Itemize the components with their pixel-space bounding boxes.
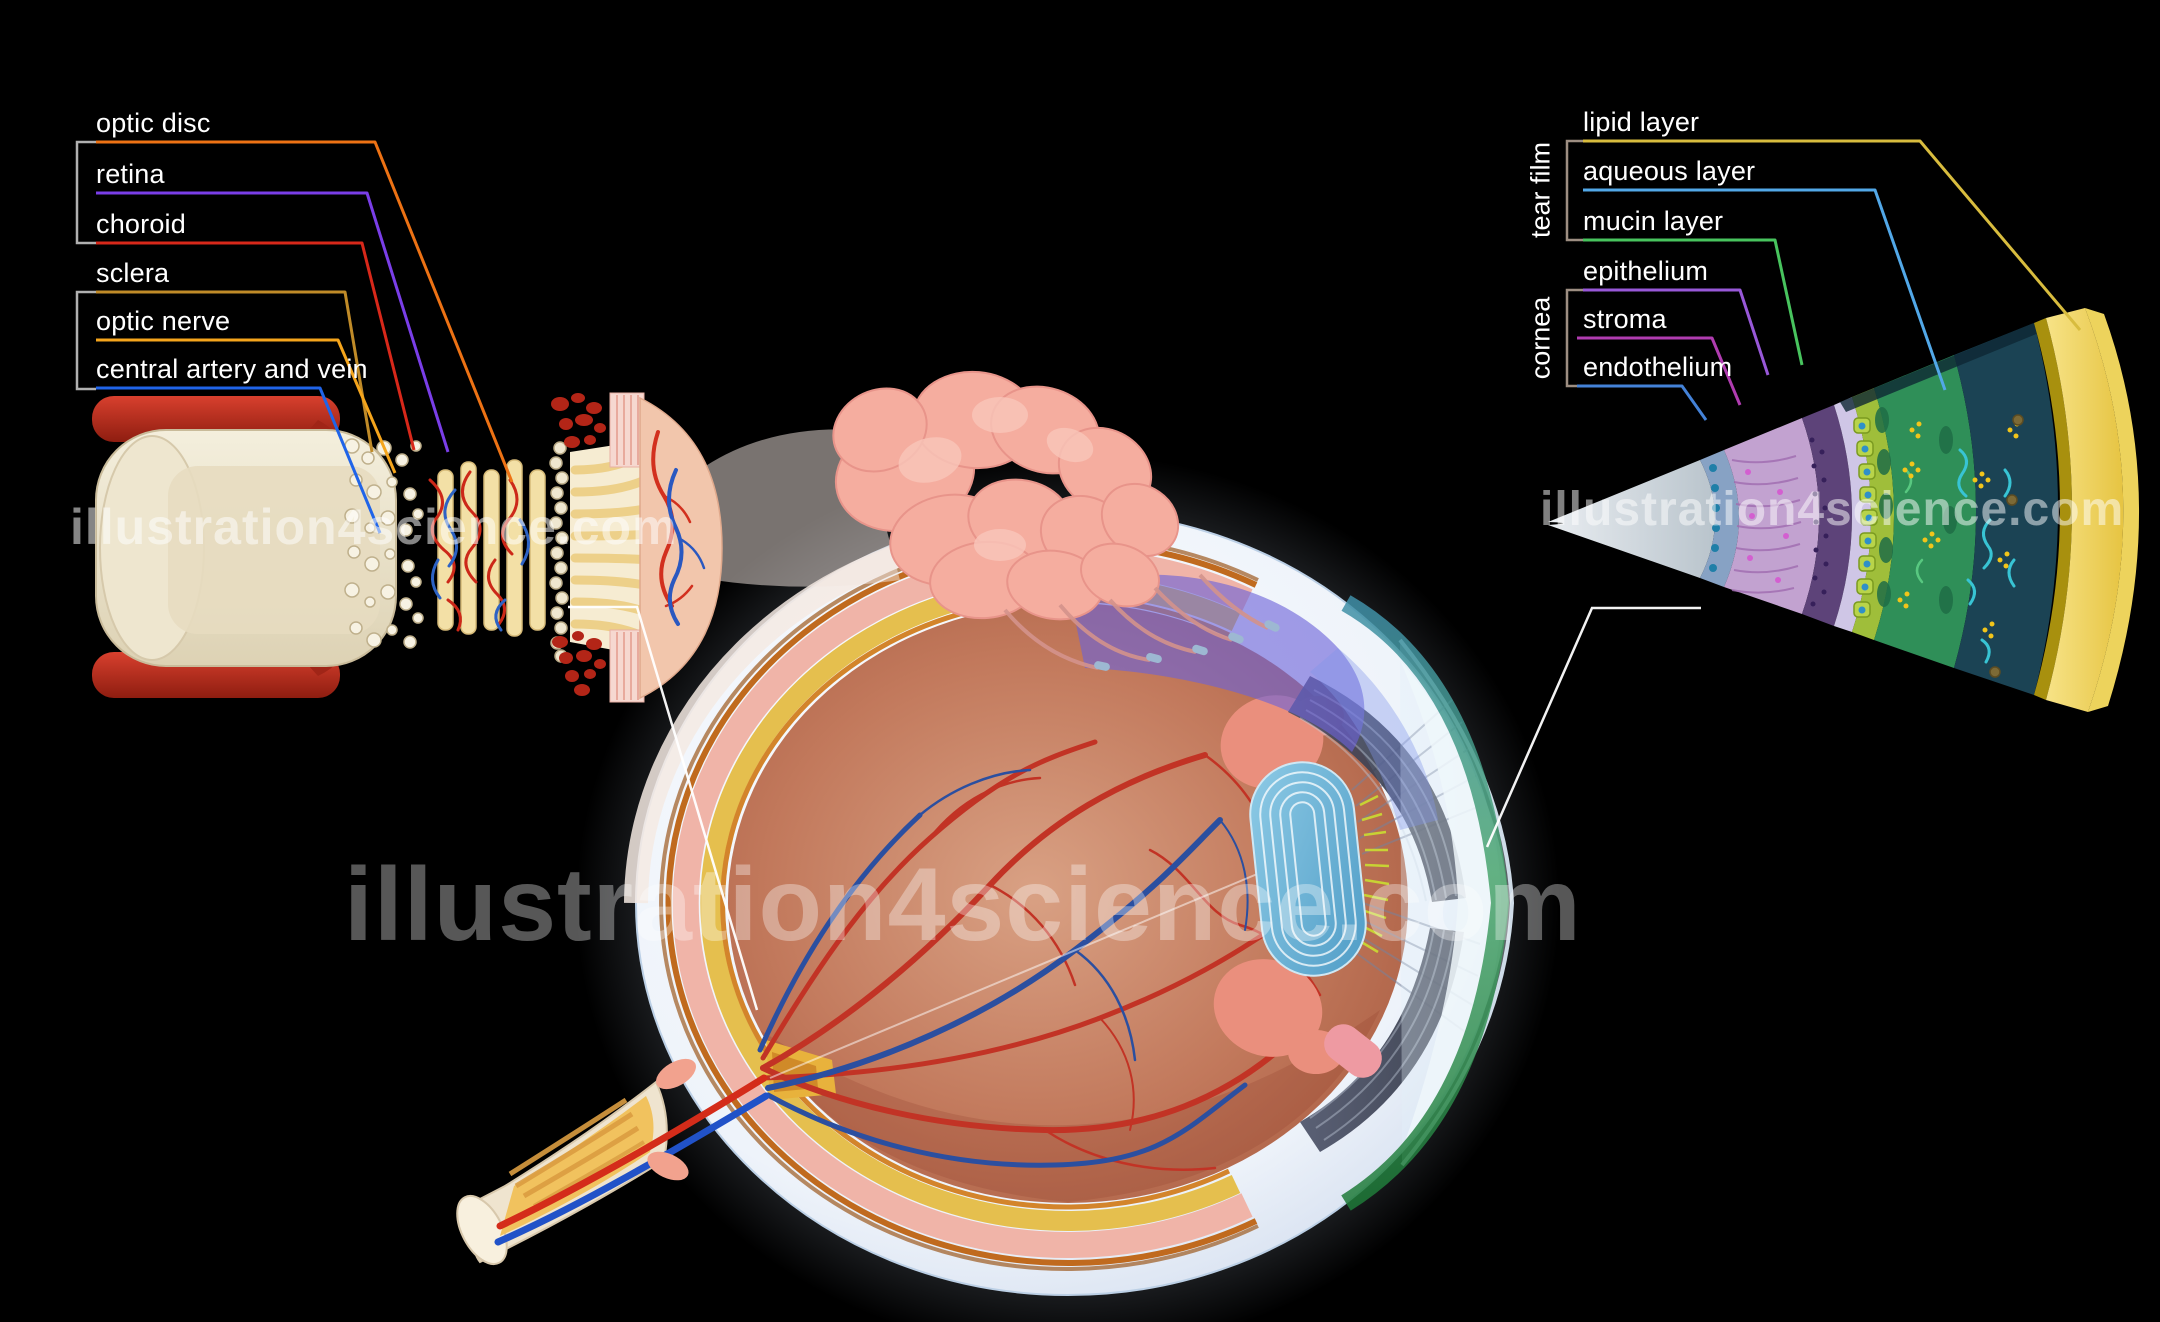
basal-cell-dots: [1809, 437, 1829, 607]
duct-openings: [1094, 620, 1280, 671]
label-mucin-layer: mucin layer: [1583, 206, 1724, 236]
lens: [1249, 761, 1367, 977]
mucin-squiggles: [1904, 468, 1924, 584]
wedge-top-sliver: [1840, 318, 2046, 412]
stroma-keratocytes: [1745, 469, 1789, 583]
leader-mucin-layer: [1583, 238, 1804, 366]
leader-lipid-layer: [1583, 139, 2082, 331]
conjunctiva-sweep: [1310, 648, 1438, 830]
ciliary-body-lower: [1213, 959, 1323, 1057]
label-epithelium: epithelium: [1583, 256, 1709, 286]
basal-epithelium-layer: [1802, 405, 1852, 626]
endothelium-cells: [1709, 464, 1720, 572]
nerve-core: [168, 466, 380, 634]
lacrimal-ducts: [1003, 573, 1269, 670]
retina-striated-column-top: [609, 392, 645, 468]
dome-vessels: [651, 430, 706, 626]
stroma-layer: [1724, 418, 1819, 614]
leader-aqueous-layer: [1583, 188, 1947, 391]
tear-film-rim: [1341, 595, 1510, 1211]
lipid-layer-band: [2046, 308, 2124, 712]
label-retina: retina: [96, 159, 165, 189]
hyaloid-line: [769, 871, 1263, 1079]
choroid-blob-column-bottom: [552, 631, 606, 696]
leader-retina: [96, 191, 450, 453]
retinal-arteries: [760, 739, 1322, 1171]
label-brackets: [75, 139, 1583, 391]
leader-lines: [96, 139, 2082, 534]
bracket-left-group2: [75, 290, 96, 391]
label-sclera: sclera: [96, 258, 170, 288]
fundus-shade: [760, 1010, 1380, 1202]
bracket-cornea: [1565, 288, 1583, 388]
leader-choroid: [96, 241, 416, 451]
aqueous-vesicles: [1989, 414, 2024, 678]
retina-striated-column-bottom: [609, 629, 645, 703]
leader-endothelium: [1577, 384, 1708, 421]
optic-nerve-inset: [92, 392, 723, 703]
aqueous-layer: [1954, 323, 2058, 695]
iris-lower: [1300, 928, 1464, 1152]
lamina-bead-column: [549, 441, 569, 663]
lipid-separator: [2034, 318, 2072, 700]
wedge-body: [1548, 460, 1715, 578]
optic-nerve-bundle: [456, 1080, 668, 1265]
stroma-fibers: [1731, 455, 1802, 594]
cornea-wedge-inset: [1548, 308, 2140, 712]
retinal-veins: [757, 768, 1249, 1168]
conjunctival-sac: [1068, 574, 1365, 752]
mucin-goblet-cells: [1853, 417, 1878, 618]
bracket-tear-film: [1565, 139, 1583, 242]
connector-left-inset: [568, 605, 759, 1011]
label-lipid-layer: lipid layer: [1583, 107, 1700, 137]
label-endothelium: endothelium: [1583, 352, 1733, 382]
leader-stroma: [1577, 336, 1742, 406]
leader-optic-nerve: [96, 338, 397, 474]
central-retinal-artery: [496, 1074, 768, 1230]
label-optic-disc: optic disc: [96, 108, 211, 138]
lipid-outer-edge: [2085, 308, 2140, 712]
connector-lines: [568, 605, 1701, 1011]
label-stroma: stroma: [1583, 304, 1667, 334]
lamina-cribrosa-mesh: [344, 438, 424, 649]
choroid-blob-column-top: [551, 393, 606, 448]
bracket-left-group1: [75, 140, 96, 245]
aqueous-squiggles: [1957, 448, 2016, 664]
eye-cross-section: [456, 370, 1560, 1322]
central-retinal-vein: [494, 1092, 770, 1246]
leader-central-artery-vein: [96, 386, 382, 534]
leader-optic-disc: [96, 140, 514, 483]
muscle-insertion: [1324, 1024, 1382, 1078]
capillary-plexus: [428, 470, 530, 632]
group-label-cornea: cornea: [1525, 296, 1556, 380]
label-optic-nerve: optic nerve: [96, 306, 231, 336]
retina-lip-upper: [656, 1058, 696, 1090]
retina-lip-lower: [647, 1151, 689, 1181]
anterior-chamber: [1400, 660, 1508, 1150]
group-label-tear-film: tear film: [1525, 141, 1556, 239]
mucin-fingers: [1875, 407, 1957, 614]
label-choroid: choroid: [96, 209, 186, 239]
connector-right-inset: [1485, 606, 1701, 848]
label-central-artery-and-vein: central artery and vein: [96, 354, 368, 384]
endothelium-layer: [1700, 450, 1739, 587]
label-aqueous-layer: aqueous layer: [1583, 156, 1756, 186]
leader-epithelium: [1583, 288, 1770, 376]
